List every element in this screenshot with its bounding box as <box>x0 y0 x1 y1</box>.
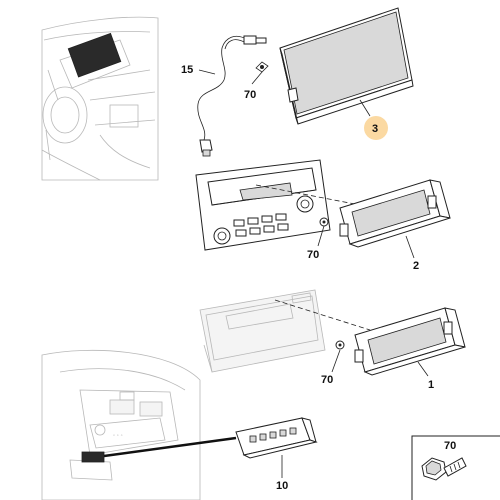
screw-inset-box <box>411 435 500 500</box>
callout-3-highlight <box>364 116 388 140</box>
callout-70-top: 70 <box>244 89 256 101</box>
svg-text:◦ ◦ ◦: ◦ ◦ ◦ <box>113 433 123 439</box>
screw-icon <box>421 457 467 481</box>
console-faceplate-upper <box>195 159 331 251</box>
clip-70-mid <box>319 217 329 227</box>
leader-lines <box>198 69 429 478</box>
clip-70-low <box>335 340 345 350</box>
touchscreen-display <box>279 7 414 125</box>
display-unit-2 <box>339 179 451 248</box>
wiring-harness <box>197 35 267 157</box>
faceplate-buttons <box>213 195 314 245</box>
callout-1: 1 <box>428 379 434 391</box>
callout-15: 15 <box>181 64 193 76</box>
callout-3: 3 <box>372 123 378 135</box>
callout-2: 2 <box>413 260 419 272</box>
control-module-10 <box>235 417 318 459</box>
dashboard-locator-illustration <box>41 16 159 181</box>
callout-70-inset: 70 <box>444 440 456 452</box>
display-unit-1 <box>354 307 466 376</box>
console-faceplate-lower <box>199 289 326 373</box>
callout-70-low: 70 <box>321 374 333 386</box>
callout-10: 10 <box>276 480 288 492</box>
callout-70-mid: 70 <box>307 249 319 261</box>
roof-console-locator-illustration: ◦ ◦ ◦ <box>41 349 201 500</box>
clip-70-top <box>255 61 269 73</box>
